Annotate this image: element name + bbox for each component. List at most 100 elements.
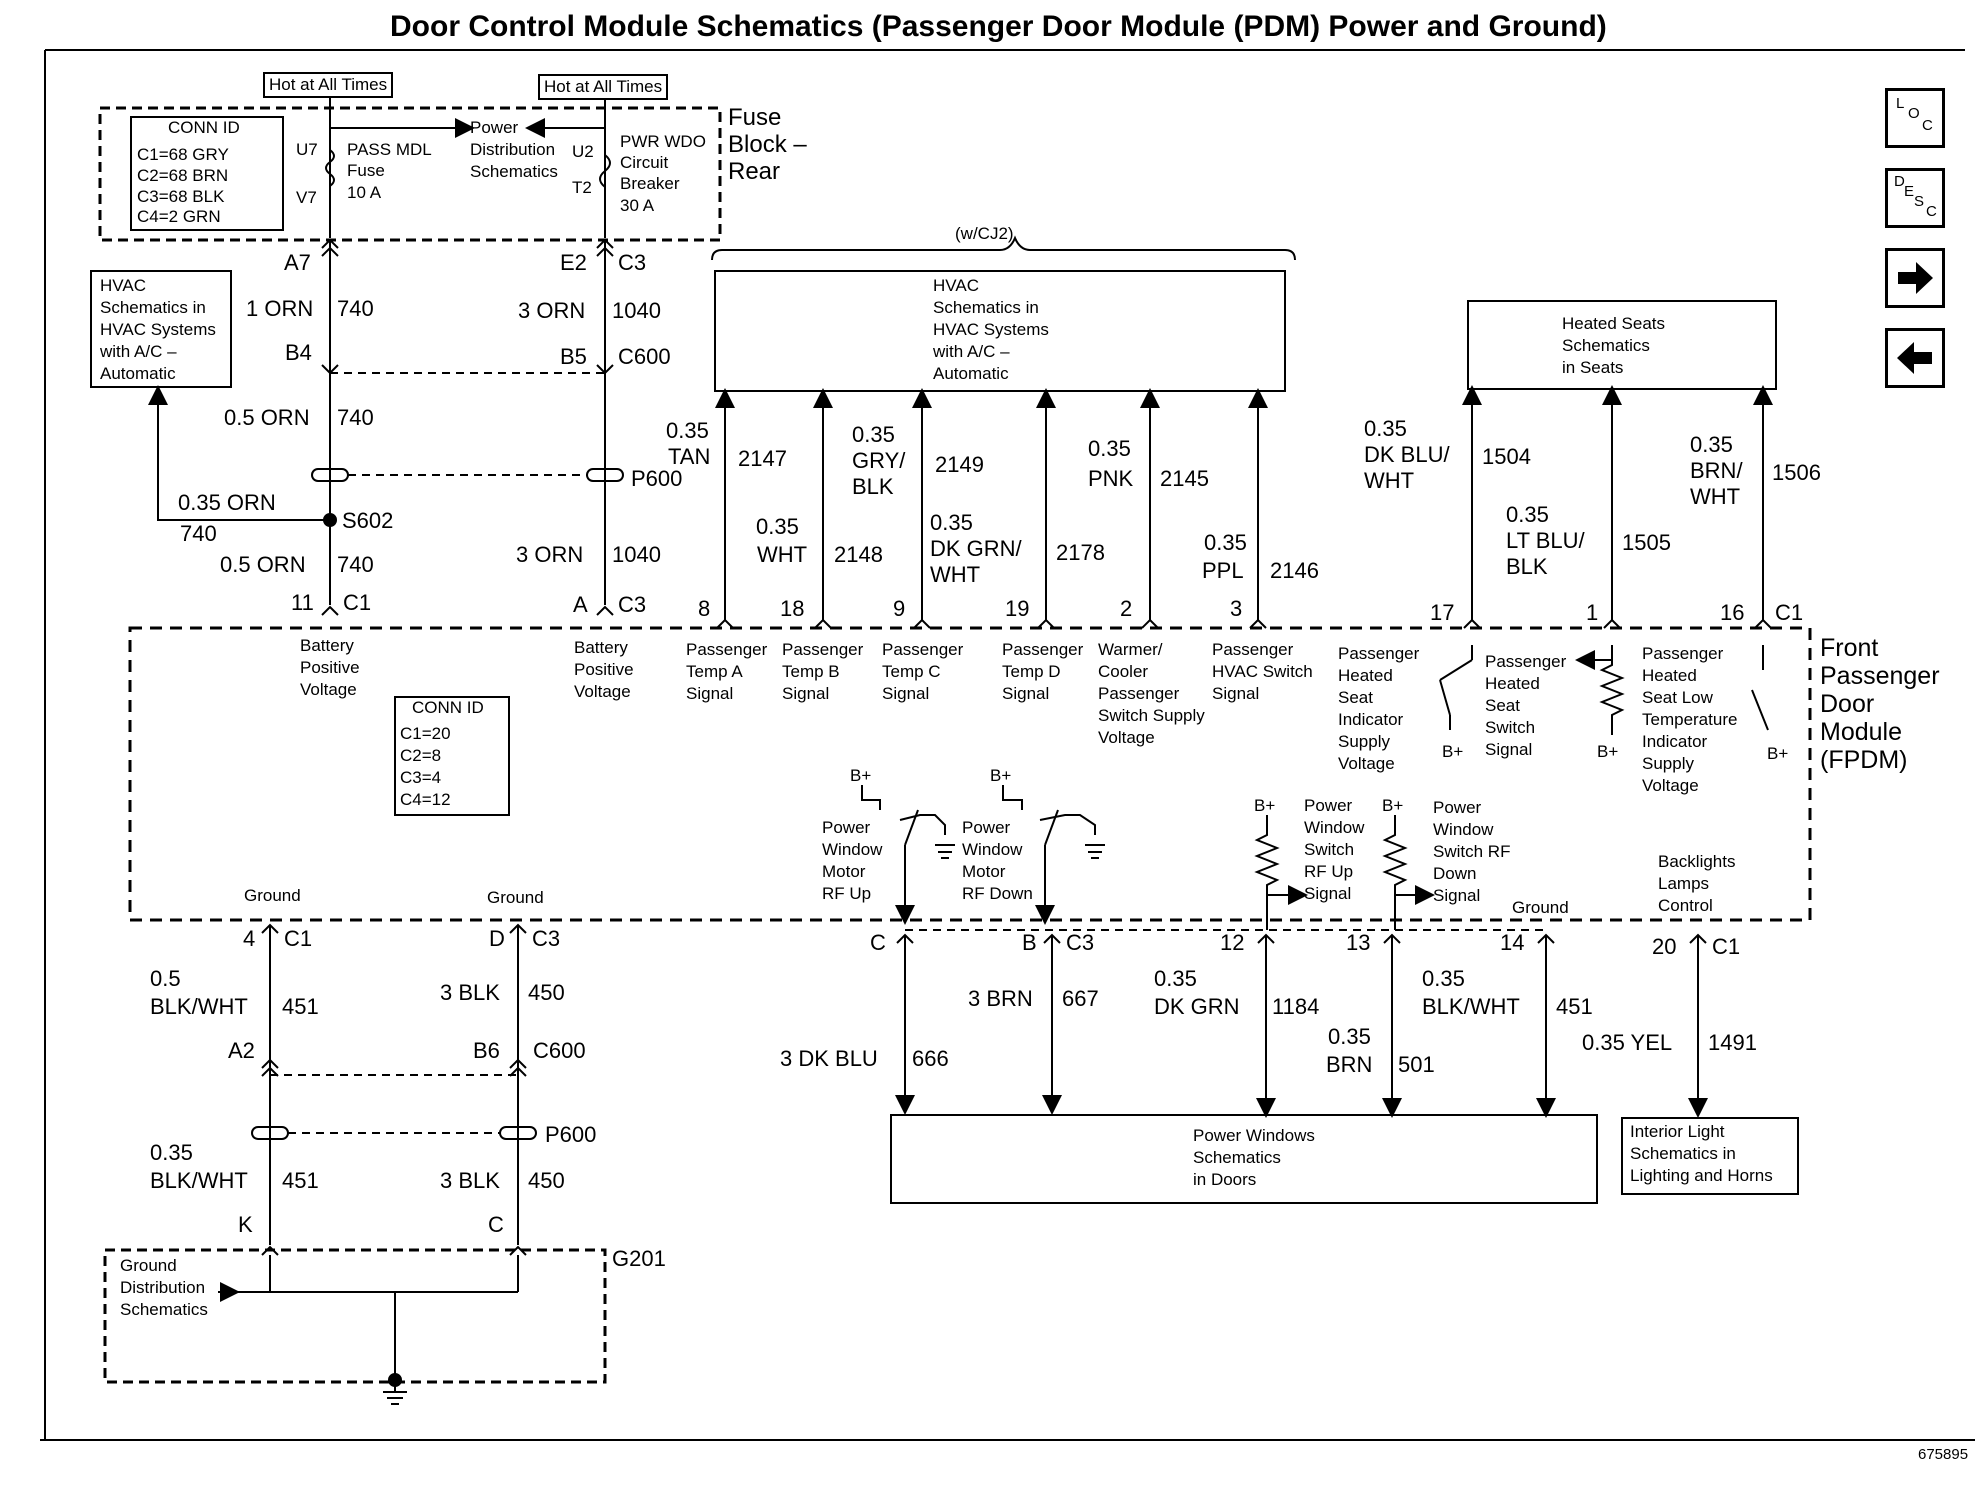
pin-4: 4 [243, 926, 256, 951]
breaker-1: PWR WDO [620, 132, 706, 151]
sig-b-3: Signal [782, 684, 830, 703]
hvac-left-4: with A/C – [100, 342, 177, 361]
w1504-color: DK BLU/ WHT [1364, 442, 1450, 494]
desc-d: D [1894, 173, 1905, 190]
conn-id-line-1: C1=68 GRY [137, 145, 229, 164]
wire-3orn-1: 3 ORN [518, 298, 586, 323]
fuse-symbol [325, 149, 335, 187]
sig-wc-1: Warmer/ [1098, 640, 1163, 659]
w450a-num: 450 [528, 980, 565, 1005]
cj2-brace [711, 235, 1296, 261]
pin-13: 13 [1346, 930, 1371, 955]
wire-1040-num-1: 1040 [612, 298, 661, 323]
w451b-num: 451 [282, 1168, 319, 1193]
heated-box-2: Schematics [1562, 336, 1650, 355]
wire-05orn-1: 0.5 ORN [224, 405, 310, 430]
sig-hvac-3: Signal [1212, 684, 1260, 703]
wire-740-num-4: 740 [337, 552, 374, 577]
hvac-left-box [90, 270, 232, 388]
fuse-label-1: PASS MDL [347, 140, 432, 159]
hvac-top-box [714, 270, 1286, 392]
sig-hsl-4: Temperature [1642, 710, 1738, 729]
gnd-dist-3: Schematics [120, 1300, 208, 1319]
sig-hsi-4: Indicator [1338, 710, 1404, 729]
w1506-color: BRN/ WHT [1690, 458, 1743, 510]
wire-740-branch [148, 385, 330, 521]
w1506-gauge: 0.35 [1690, 432, 1733, 457]
fuse-t2: T2 [572, 178, 592, 197]
wire-05orn-2: 0.5 ORN [220, 552, 306, 577]
pw-box-1: Power Windows [1193, 1126, 1315, 1145]
w2148-gauge: 0.35 [756, 514, 799, 539]
gnd-dist-2: Distribution [120, 1278, 206, 1297]
right-arrow-icon [1898, 262, 1933, 294]
heated-box-3: in Seats [1562, 358, 1624, 377]
w2145-pin: 2 [1120, 596, 1133, 621]
pw-down-4: RF Down [962, 884, 1033, 903]
w2147-color: TAN [668, 444, 711, 469]
conn-c1-11 [321, 605, 339, 616]
power-dist-2: Distribution [470, 140, 556, 159]
sig-wc-3: Passenger [1098, 684, 1180, 703]
w451b-color: BLK/WHT [150, 1168, 248, 1193]
seat-switch-1b [1439, 645, 1473, 681]
conn-a7 [321, 238, 339, 257]
w2178-pin: 19 [1005, 596, 1030, 621]
sig-hss-1: Passenger [1485, 652, 1567, 671]
w2149-gauge: 0.35 [852, 422, 895, 447]
wire-740-num-2: 740 [337, 405, 374, 430]
desc-c: C [1926, 203, 1937, 220]
sw-down-resistor [1382, 815, 1408, 900]
w451-color: BLK/WHT [1422, 994, 1520, 1019]
batt2-1: Battery [574, 638, 628, 657]
wire-1orn: 1 ORN [246, 296, 314, 321]
fuse-label-2: Fuse [347, 161, 385, 180]
conn-id-title-fuse: CONN ID [168, 118, 240, 137]
breaker-2: Circuit [620, 153, 669, 172]
conn-c3-bottom: C3 [532, 926, 561, 951]
conn-c3-top: C3 [618, 250, 647, 275]
hvac-top-2: Schematics in [933, 298, 1039, 317]
w2148-color: WHT [757, 542, 808, 567]
cj2-label: (w/CJ2) [955, 224, 1014, 243]
sig-d-3: Signal [1002, 684, 1050, 703]
sw-down-2: Window [1433, 820, 1494, 839]
pin-d: D [489, 926, 505, 951]
loc-button[interactable]: L O C [1885, 88, 1945, 148]
bplus-hss: B+ [1597, 742, 1619, 761]
bplus-sw-down: B+ [1382, 796, 1404, 815]
seat-switch-2 [1751, 645, 1769, 731]
hvac-left-5: Automatic [100, 364, 176, 383]
conn-id-line-4: C4=2 GRN [137, 207, 221, 226]
power-windows-box [890, 1114, 1598, 1204]
sig-b-2: Temp B [782, 662, 840, 681]
pin-a: A [573, 592, 588, 617]
hvac-top-1: HVAC [933, 276, 979, 295]
pin-a2: A2 [228, 1038, 255, 1063]
pin-b6: B6 [473, 1038, 500, 1063]
pw-up-1: Power [822, 818, 871, 837]
next-button[interactable] [1885, 248, 1945, 308]
w1505-color: LT BLU/ BLK [1506, 528, 1585, 580]
desc-button[interactable]: D E S C [1885, 168, 1945, 228]
sw-up-4: RF Up [1304, 862, 1354, 881]
pin-e2: E2 [560, 250, 587, 275]
seat-switch-1 [1439, 679, 1451, 730]
loc-c: C [1922, 117, 1933, 134]
pw-up-line [905, 809, 918, 915]
prev-button[interactable] [1885, 328, 1945, 388]
module-dashed-box [128, 626, 1812, 922]
left-arrow-icon [1897, 342, 1932, 374]
bplus-sw-up: B+ [1254, 796, 1276, 815]
w1504-pin: 17 [1430, 600, 1455, 625]
w450b-label: 3 BLK [440, 1168, 500, 1193]
w2148-num: 2148 [834, 542, 883, 567]
sig-d-2: Temp D [1002, 662, 1061, 681]
pin-b-bottom: B [1022, 930, 1037, 955]
breaker-4: 30 A [620, 196, 655, 215]
w451-num: 451 [1556, 994, 1593, 1019]
w2178-num: 2178 [1056, 540, 1105, 565]
ground-label-1: Ground [244, 886, 301, 905]
w1505-gauge: 0.35 [1506, 502, 1549, 527]
